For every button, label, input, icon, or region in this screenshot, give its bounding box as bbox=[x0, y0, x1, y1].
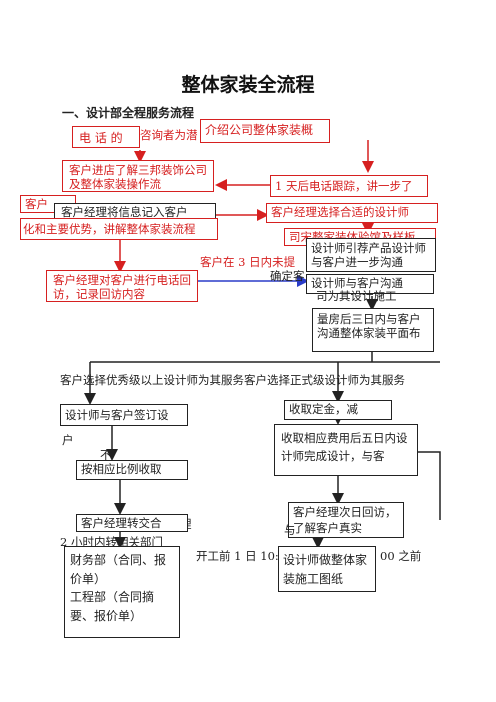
intro-company-node: 介绍公司整体家装概 bbox=[200, 119, 330, 143]
sign-contract-node: 设计师与客户签订设 bbox=[60, 404, 188, 426]
page-title: 整体家装全流程 bbox=[181, 74, 315, 96]
explain-flow-node: 化和主要优势，讲解整体家装流程 bbox=[20, 218, 218, 240]
manager-next-day-node: 客户经理次日回访，了解客户真实 bbox=[288, 502, 404, 538]
no-reply-text: 客户在 3 日内未提 bbox=[200, 255, 296, 269]
project-dept-text: 工程部（合同摘要、报价单） bbox=[70, 590, 155, 623]
manager-transfer-node: 客户经理转交合 bbox=[76, 514, 188, 532]
bu-text: 不 bbox=[100, 448, 112, 462]
consult-partial-text: 咨询者为潜 bbox=[140, 128, 198, 142]
followup-call-node: 1 天后电话跟踪，讲一步了 bbox=[270, 175, 428, 197]
customer-visit-node: 客户进店了解三邦装饰公司及整体家装操作流 bbox=[62, 160, 214, 192]
line-measure-down bbox=[90, 352, 440, 363]
confirm-partial-text: 确定客 bbox=[270, 269, 305, 283]
yu-text: 与 bbox=[284, 523, 296, 537]
manager-phone-node: 客户经理对客户进行电话回访，记录回访内容 bbox=[46, 270, 198, 302]
proportion-charge-node: 按相应比例收取 bbox=[76, 460, 188, 480]
choose-designer-node: 客户经理选择合适的设计师 bbox=[266, 203, 438, 223]
phone-call-node: 电 话 的 bbox=[72, 126, 140, 148]
construction-drawing-node: 设计师做整体家装施工图纸 bbox=[278, 546, 376, 592]
section-heading: 一、设计部全程服务流程 bbox=[62, 106, 195, 120]
designer-guide-node: 设计师引荐产品设计师与客户进一步沟通 bbox=[306, 238, 436, 272]
charge-fee-node: 收取相应费用后五日内设计师完成设计，与客 bbox=[274, 424, 418, 476]
collect-deposit-node: 收取定金，减 bbox=[284, 400, 392, 420]
two-hours-text: 2 小时内转相关部门 bbox=[60, 535, 163, 549]
for-design-text: 司为其设计施工 bbox=[316, 289, 397, 303]
before-suffix-text: 00 之前 bbox=[380, 549, 422, 563]
dept-list-node: 财务部（合同、报价单） 工程部（合同摘要、报价单） bbox=[64, 546, 180, 638]
hu-text: 户 bbox=[62, 433, 74, 447]
before-start-text: 开工前 1 日 10: bbox=[196, 549, 279, 563]
designer-choice-text: 客户选择优秀级以上设计师为其服务客户选择正式级设计师为其服务 bbox=[60, 373, 405, 387]
designer-comm-node: 设计师与客户沟通 bbox=[306, 274, 434, 294]
finance-dept-text: 财务部（合同、报价单） bbox=[70, 553, 167, 586]
line-fee-right bbox=[418, 451, 441, 520]
measure-room-node: 量房后三日内与客户沟通整体家装平面布 bbox=[312, 308, 434, 352]
